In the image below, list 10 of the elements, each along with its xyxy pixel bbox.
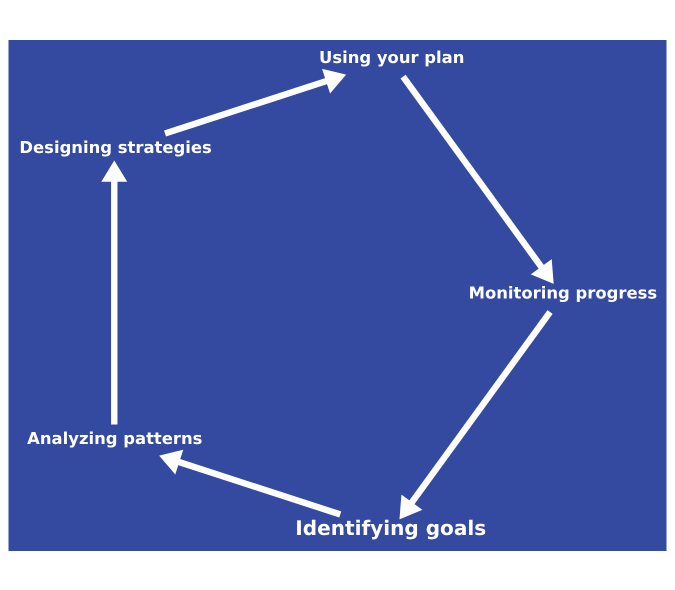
arrow (159, 449, 342, 517)
node-text: Designing strategies (19, 138, 212, 157)
node-text: Using your plan (319, 48, 464, 67)
node-text: Monitoring progress (468, 283, 658, 302)
arrow (399, 310, 553, 519)
node-text: Identifying goals (295, 516, 486, 540)
arrow (164, 68, 346, 136)
node-text: Analyzing patterns (27, 428, 202, 448)
arrow (101, 160, 128, 424)
arrow (400, 74, 554, 284)
